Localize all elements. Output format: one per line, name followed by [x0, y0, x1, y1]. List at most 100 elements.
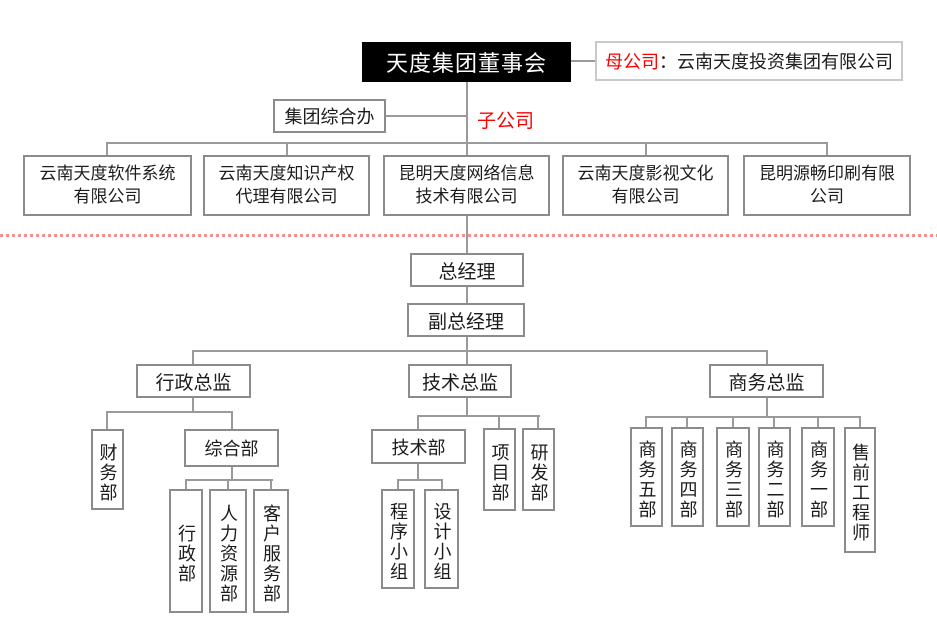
parent-company-colon: ： — [659, 52, 677, 72]
dept-box-project: 项目部 — [483, 428, 516, 511]
connector-deputy-rail — [466, 337, 468, 352]
subsidiary-name-line: 昆明天度网络信息 — [398, 163, 535, 183]
connector-drop — [826, 142, 828, 155]
dept-box-tech: 技术部 — [371, 429, 466, 464]
subsidiary-name-line: 云南天度软件系统 — [39, 163, 176, 183]
dept-box-general: 综合部 — [184, 429, 279, 467]
connector-drop — [645, 416, 647, 427]
subsidiary-name-line: 代理有限公司 — [235, 186, 338, 206]
dept-box-business-2: 商务二部 — [758, 427, 791, 527]
dept-presales-engineer-label: 售前工程师 — [850, 443, 870, 543]
connector-tech-rail — [417, 415, 540, 417]
subsidiary-name-line: 技术有限公司 — [415, 186, 518, 206]
team-box-programming: 程序小组 — [381, 489, 415, 589]
board-label: 天度集团董事会 — [385, 51, 547, 76]
dept-box-business-3: 商务三部 — [716, 427, 750, 527]
connector-board-parent — [571, 60, 595, 62]
connector-drop — [766, 350, 768, 364]
parent-company-name: 云南天度投资集团有限公司 — [677, 52, 893, 72]
dept-business-1-label: 商务一部 — [808, 440, 828, 520]
connector-general-rail — [185, 479, 273, 481]
director-tech-label: 技术总监 — [421, 372, 498, 394]
connector-gm-deputy — [466, 286, 468, 303]
dept-rnd-label: 研发部 — [528, 442, 549, 503]
dept-general-label: 综合部 — [204, 439, 259, 459]
parent-company-box: 母公司：云南天度投资集团有限公司 — [595, 41, 903, 81]
connector-drop — [537, 415, 539, 428]
director-box-business: 商务总监 — [709, 364, 824, 398]
director-admin-label: 行政总监 — [155, 372, 232, 394]
general-manager-label: 总经理 — [438, 261, 496, 283]
dept-customer-service-label: 客户服务部 — [261, 504, 281, 604]
subsidiary-name-line: 云南天度知识产权 — [218, 163, 355, 183]
connector-drop — [859, 416, 861, 427]
section-divider-dotted — [0, 234, 937, 237]
group-office-label: 集团综合办 — [284, 107, 375, 127]
parent-company-label: 母公司 — [605, 52, 659, 72]
dept-box-administration: 行政部 — [169, 489, 203, 613]
group-office-box: 集团综合办 — [273, 99, 386, 133]
deputy-general-manager-box: 副总经理 — [407, 303, 525, 337]
connector-directors-rail — [192, 350, 768, 352]
director-box-admin: 行政总监 — [136, 364, 251, 398]
dept-business-2-label: 商务二部 — [764, 440, 785, 520]
director-box-tech: 技术总监 — [408, 364, 512, 398]
dept-box-business-4: 商务四部 — [671, 427, 704, 527]
subsidiary-label: 子公司 — [477, 111, 535, 132]
subsidiary-name-line: 有限公司 — [611, 186, 680, 206]
general-manager-box: 总经理 — [410, 253, 524, 287]
dept-box-customer-service: 客户服务部 — [253, 489, 289, 613]
connector-office-spine — [386, 115, 468, 117]
subsidiary-name-line: 公司 — [810, 186, 844, 206]
connector-drop — [286, 142, 288, 155]
connector-drop — [441, 479, 443, 489]
dept-project-label: 项目部 — [489, 442, 510, 503]
connector-business-rail — [645, 416, 861, 418]
subsidiary-box-ip-agency: 云南天度知识产权 代理有限公司 — [203, 155, 370, 216]
subsidiary-name-line: 有限公司 — [73, 186, 142, 206]
connector-drop — [185, 479, 187, 489]
subsidiary-box-media: 云南天度影视文化 有限公司 — [562, 155, 729, 216]
dept-business-5-label: 商务五部 — [636, 440, 657, 520]
connector-admin-rail — [192, 398, 194, 412]
connector-drop — [498, 415, 500, 428]
board-box: 天度集团董事会 — [362, 42, 571, 82]
connector-drop — [192, 350, 194, 364]
connector-drop — [106, 142, 108, 155]
subsidiary-box-network: 昆明天度网络信息 技术有限公司 — [383, 155, 550, 216]
dept-box-rnd: 研发部 — [522, 428, 555, 511]
connector-drop — [732, 416, 734, 427]
connector-techdept-rail — [397, 479, 443, 481]
dept-box-finance: 财务部 — [91, 429, 124, 510]
dept-box-business-1: 商务一部 — [801, 427, 835, 527]
dept-administration-label: 行政部 — [176, 524, 196, 584]
dept-box-business-5: 商务五部 — [630, 427, 663, 527]
connector-drop — [231, 411, 233, 429]
subsidiary-name-line: 昆明源畅印刷有限 — [759, 163, 895, 183]
connector-techdept-rail — [417, 464, 419, 480]
team-box-design: 设计小组 — [424, 489, 459, 589]
director-business-label: 商务总监 — [728, 372, 805, 394]
dept-box-presales-engineer: 售前工程师 — [844, 427, 876, 553]
connector-business-rail — [766, 398, 768, 417]
connector-board-spine — [466, 82, 468, 143]
team-programming-label: 程序小组 — [388, 502, 408, 582]
connector-drop — [645, 142, 647, 155]
connector-drop — [817, 416, 819, 427]
connector-drop — [397, 479, 399, 489]
dept-box-hr: 人力资源部 — [209, 489, 247, 613]
connector-drop — [106, 411, 108, 429]
connector-drop — [227, 479, 229, 489]
subsidiary-name-line: 云南天度影视文化 — [577, 163, 714, 183]
connector-tech-rail — [466, 398, 468, 416]
dept-finance-label: 财务部 — [97, 442, 118, 503]
subsidiary-box-software: 云南天度软件系统 有限公司 — [23, 155, 192, 216]
team-design-label: 设计小组 — [431, 502, 452, 582]
connector-drop — [686, 416, 688, 427]
connector-drop — [270, 479, 272, 489]
connector-drop — [773, 416, 775, 427]
deputy-general-manager-label: 副总经理 — [427, 311, 504, 333]
dept-hr-label: 人力资源部 — [218, 504, 238, 604]
connector-drop — [417, 415, 419, 429]
